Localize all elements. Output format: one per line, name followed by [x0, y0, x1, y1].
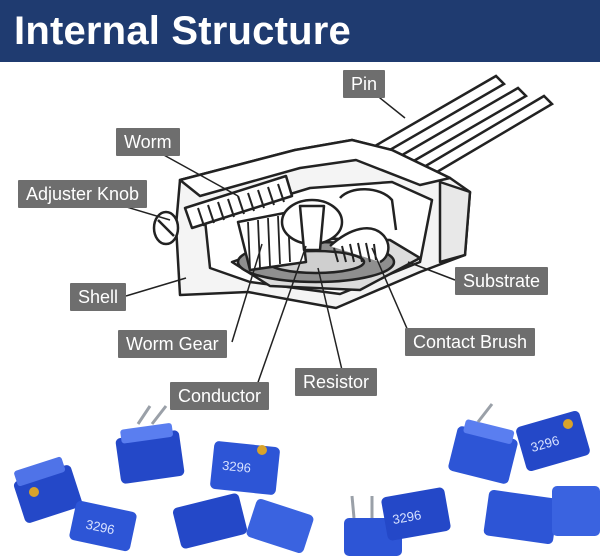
leader-lines [119, 93, 456, 389]
trimmer-left-1 [13, 456, 83, 523]
trimmer-left-3 [115, 405, 185, 484]
page-title: Internal Structure [14, 9, 351, 53]
svg-text:3296: 3296 [391, 507, 422, 527]
trimmer-right-2 [448, 403, 518, 484]
label-shell: Shell [70, 283, 127, 311]
trimmer-right-1: 3296 [381, 487, 451, 541]
trimmer-center-1: 3296 [210, 441, 280, 495]
trimmer-right-4 [483, 486, 600, 545]
svg-text:3296: 3296 [221, 458, 251, 476]
label-conductor: Conductor [170, 382, 270, 410]
label-worm-gear: Worm Gear [118, 330, 227, 358]
label-substrate: Substrate [455, 267, 549, 295]
label-worm: Worm [116, 128, 180, 156]
trimmer-left-2: 3296 [69, 500, 137, 552]
svg-text:3296: 3296 [85, 517, 116, 538]
label-resistor: Resistor [295, 368, 378, 396]
shell-drawing [152, 138, 472, 310]
label-adjuster-knob: Adjuster Knob [18, 180, 148, 208]
label-pin: Pin [343, 70, 386, 98]
title-banner: Internal Structure [0, 0, 600, 62]
label-contact-brush: Contact Brush [405, 328, 536, 356]
trimmer-center-2 [172, 493, 314, 553]
product-photo: 3296 3296 [13, 403, 600, 556]
trimmer-right-3: 3296 [516, 410, 590, 472]
